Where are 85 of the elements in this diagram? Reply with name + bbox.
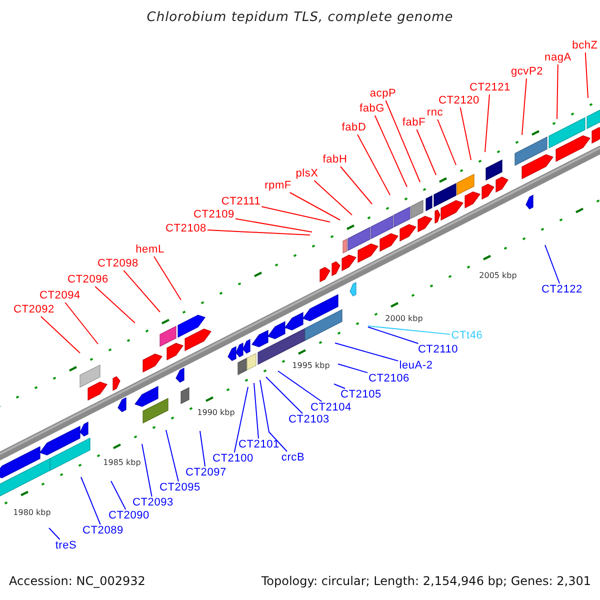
leader-line [584, 52, 588, 98]
gene-label: gcvP2 [510, 66, 544, 78]
leader-line [166, 430, 179, 482]
gene-label: bchZ [572, 40, 598, 52]
gene-label: fabF [402, 118, 426, 128]
leader-line [368, 326, 419, 344]
leader-line [340, 166, 372, 204]
leader-line [368, 326, 451, 335]
gene-label: crcB [281, 452, 305, 464]
gene-label: fabD [342, 122, 366, 134]
gene-label: CT2095 [160, 482, 200, 494]
gene-label: treS [55, 540, 77, 552]
gene-label: nagA [544, 52, 572, 64]
leader-line [234, 386, 248, 453]
leader-line [522, 78, 527, 136]
gene-label: CT2109 [194, 210, 234, 220]
gene-label: fabH [322, 154, 348, 166]
leader-line [289, 192, 340, 220]
scale-label: 2000 kbp [385, 315, 423, 323]
leader-line [142, 444, 152, 497]
leader-line [460, 107, 472, 160]
gene-label: CT2090 [108, 510, 150, 522]
gene-label: leuA-2 [399, 360, 433, 372]
leader-line [48, 528, 60, 540]
gene-label: CT2111 [221, 196, 261, 208]
leader-line [94, 286, 136, 324]
gene-label: CT2122 [542, 284, 582, 296]
scale-label: 2005 kbp [479, 272, 517, 280]
leader-line [385, 100, 420, 182]
gene-label: CT2121 [470, 82, 510, 94]
leader-line [80, 476, 101, 525]
gene-label: CT2094 [40, 290, 80, 302]
gene-label: CT2105 [340, 390, 382, 400]
gene-label: CT2098 [98, 258, 138, 270]
leader-line [437, 119, 456, 166]
leader-line [234, 218, 312, 232]
leader-line [334, 384, 346, 389]
leader-line [266, 376, 303, 414]
scale-label: 1995 kbp [292, 362, 330, 370]
leader-line [484, 94, 490, 152]
leader-line [544, 244, 560, 284]
leader-line [123, 270, 160, 312]
gene-label: CT2100 [212, 454, 254, 464]
gene-label: CT2106 [368, 374, 410, 384]
gene-label: CT2093 [132, 498, 174, 508]
gene-label: CT2097 [186, 468, 226, 478]
leader-line [64, 302, 98, 344]
gene-label: fabG [359, 104, 385, 114]
leader-line [254, 382, 259, 439]
gene-label: CT2104 [310, 402, 352, 414]
gene-label: CT2110 [418, 344, 458, 356]
gene-label: CT2120 [438, 96, 480, 106]
gene-label: rpmF [264, 180, 292, 192]
gene-label: CT2103 [288, 414, 330, 426]
leader-line [374, 115, 408, 188]
leader-line [416, 129, 436, 176]
scale-label: 1990 kbp [197, 409, 235, 417]
gene-label: hemL [136, 244, 164, 256]
gene-label: CT2089 [82, 526, 124, 536]
leader-line [278, 370, 322, 402]
footer-text: Topology: circular; Length: 2,154,946 bp; Genes: 2,301 [261, 574, 591, 588]
footer-text: Accession: NC_002932 [9, 574, 146, 588]
gene-label: CTt46 [451, 330, 483, 342]
leader-line [357, 134, 390, 196]
leader-line [200, 430, 206, 467]
leader-line [334, 342, 399, 362]
leader-line [110, 480, 126, 510]
leader-line [338, 364, 368, 374]
leader-line [314, 180, 352, 216]
leader-line [40, 316, 80, 354]
gene-label: CT2092 [14, 304, 54, 316]
leader-line [556, 64, 558, 120]
gene-label: CT2108 [166, 224, 206, 234]
gene-label: plsX [296, 168, 318, 180]
leader-line [206, 230, 310, 236]
gene-label: rnc [426, 108, 444, 118]
scale-label: 1980 kbp [13, 509, 51, 517]
gene-label: acpP [370, 88, 396, 100]
scale-label: 1985 kbp [103, 459, 141, 467]
title: Chlorobium tepidum TLS, complete genome [146, 10, 454, 25]
leader-line [261, 206, 330, 222]
gene-label: CT2101 [238, 440, 280, 450]
leader-line [260, 380, 288, 452]
leader-line [154, 256, 182, 300]
gene-label: CT2096 [68, 274, 108, 286]
